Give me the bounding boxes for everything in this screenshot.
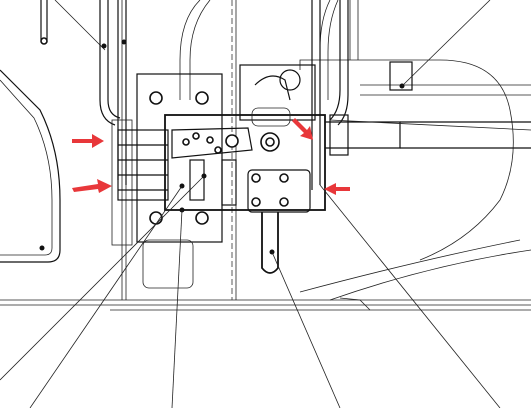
red-callout-arrows <box>72 118 350 195</box>
top-left-rod <box>40 0 106 51</box>
red-arrow-lower-left <box>72 179 112 193</box>
red-arrow-upper-left <box>72 134 104 148</box>
control-block <box>179 169 311 274</box>
mounting-plate <box>111 73 223 289</box>
red-arrow-right <box>324 183 350 195</box>
frame-lines <box>0 0 531 311</box>
leader-lines <box>0 119 531 408</box>
red-arrow-center <box>292 118 313 140</box>
hydraulic-hoses <box>99 0 349 190</box>
left-body-panel <box>0 69 61 263</box>
valve-body <box>117 64 326 211</box>
right-pipe-fitting <box>325 0 531 156</box>
valve-manifold-plate <box>171 127 280 206</box>
